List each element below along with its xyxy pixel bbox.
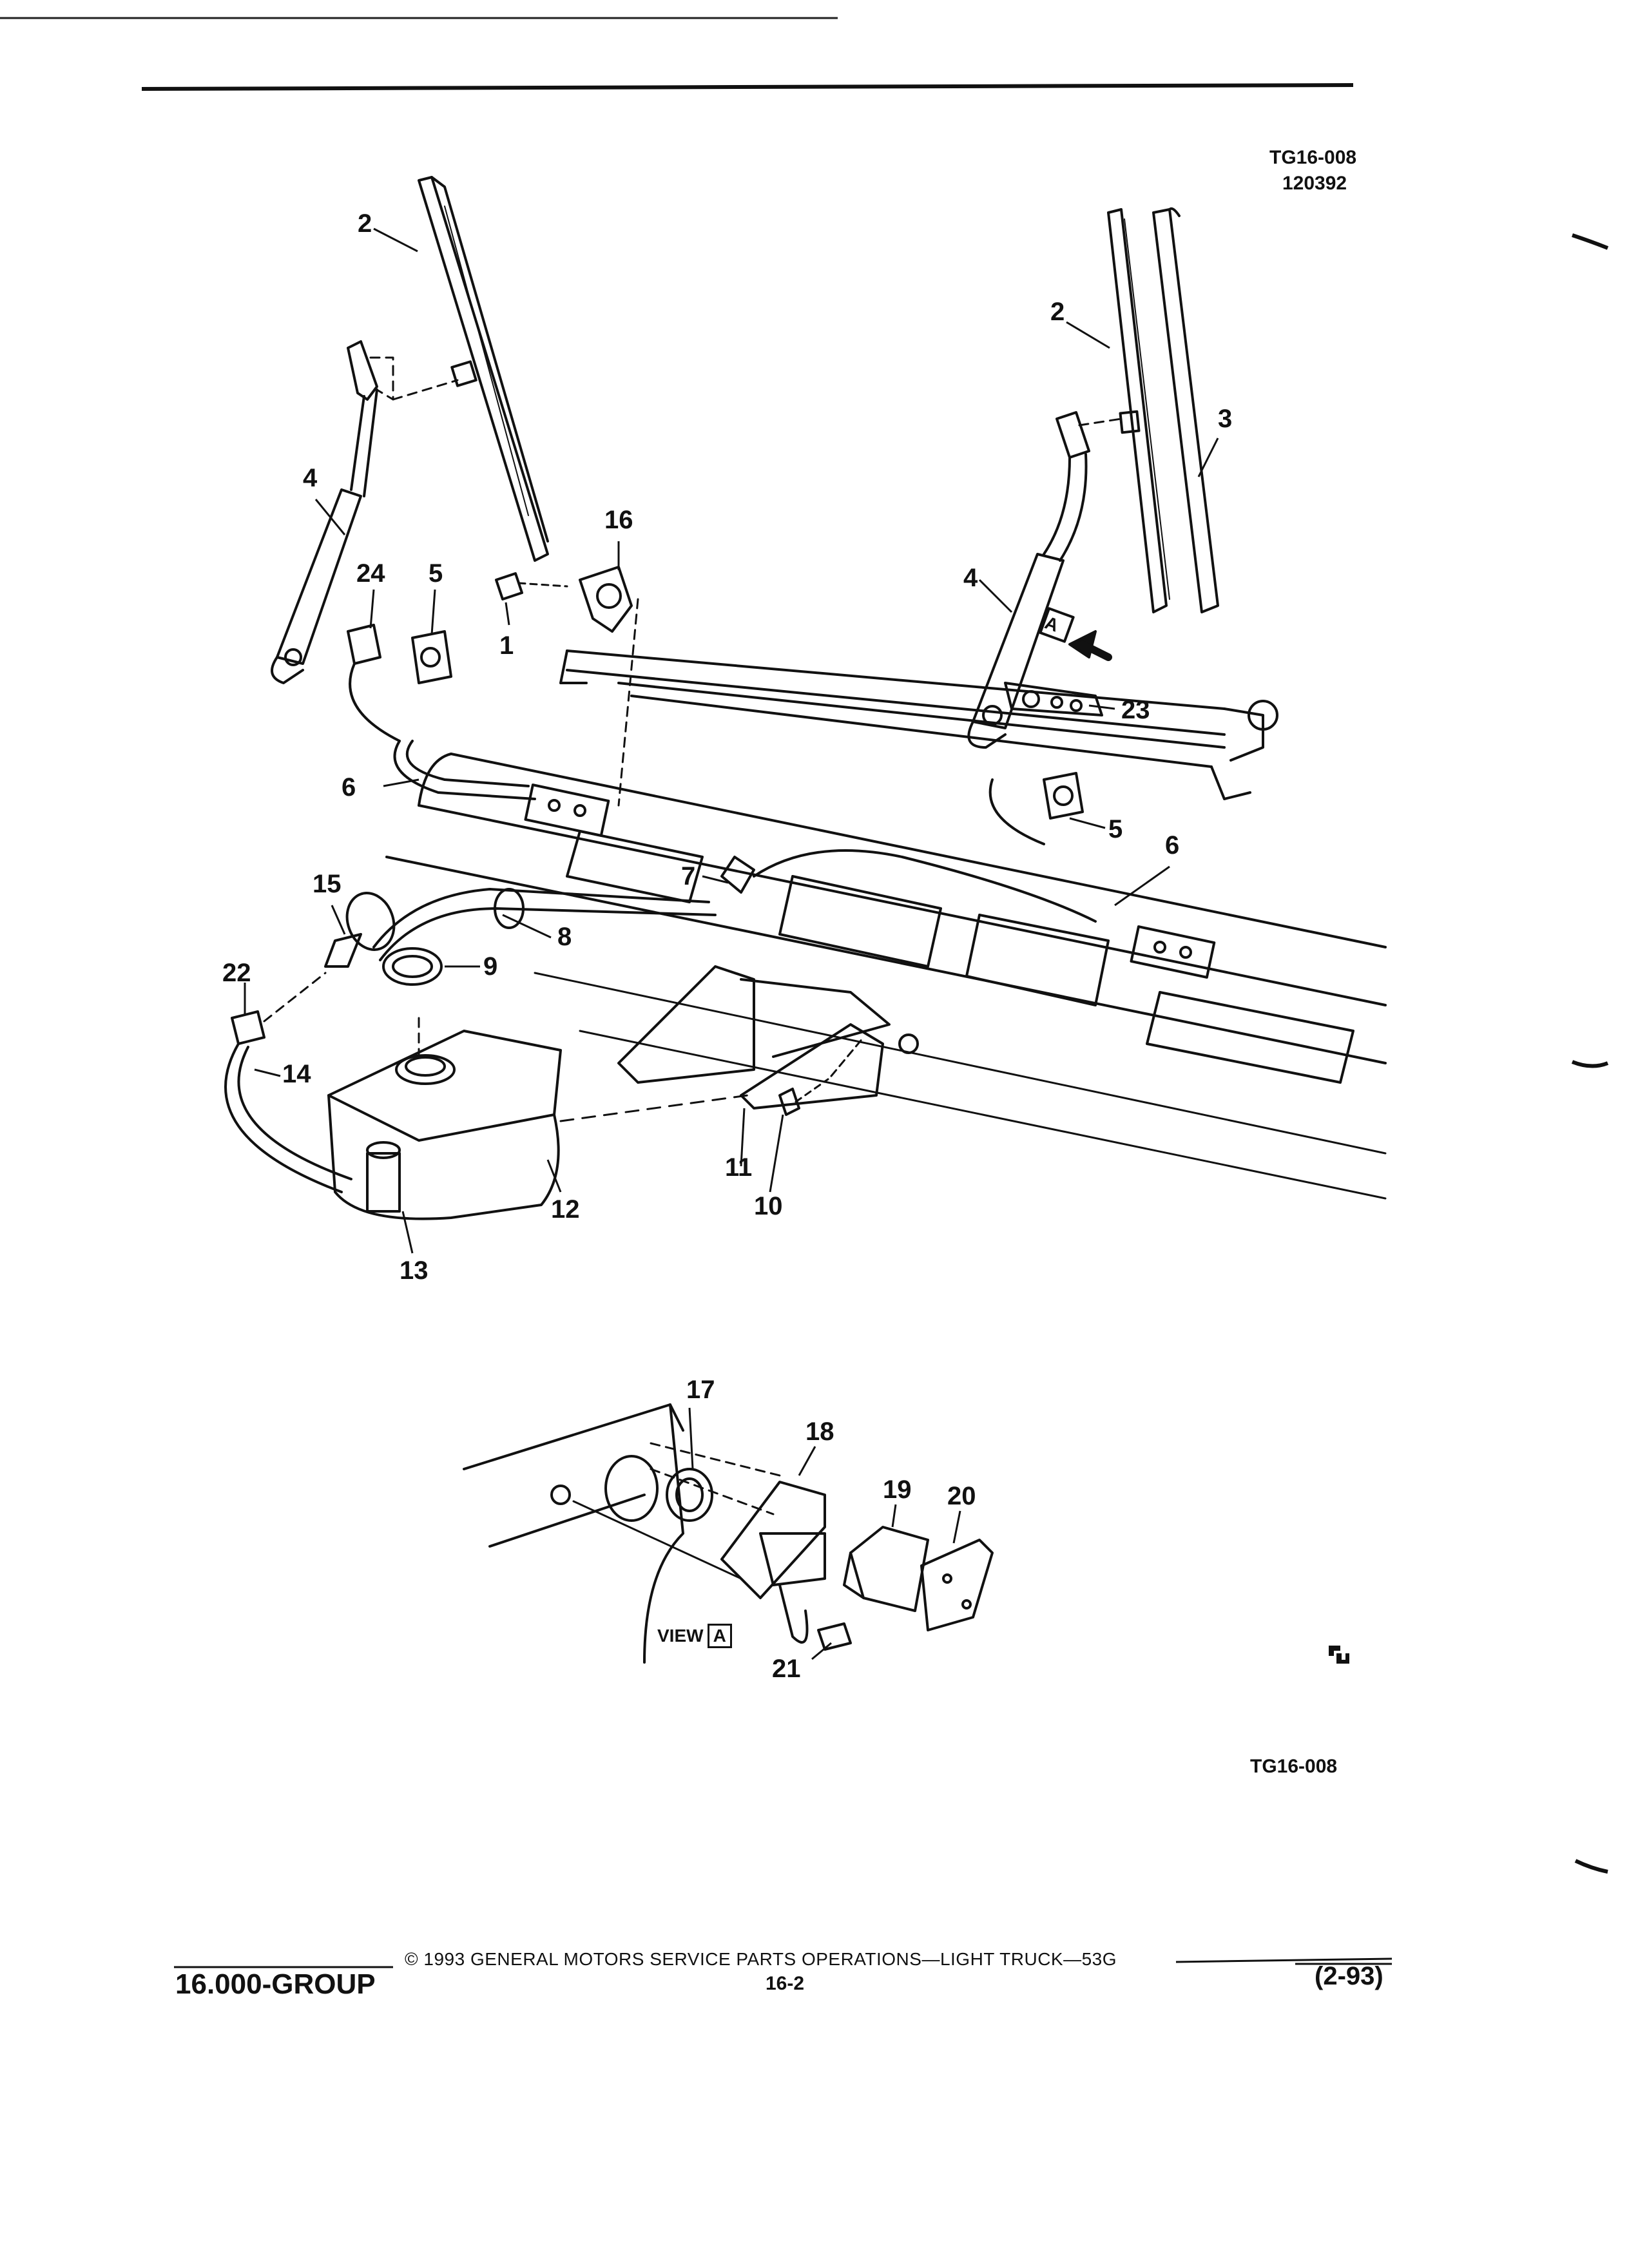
washer-reservoir bbox=[327, 1017, 749, 1220]
gm-logo-icon bbox=[1329, 1646, 1349, 1664]
pivot-bolt bbox=[495, 572, 568, 601]
callout-8: 8 bbox=[557, 923, 572, 951]
callout-3: 3 bbox=[1218, 405, 1233, 433]
washer-pump-hose bbox=[372, 888, 717, 961]
callout-17: 17 bbox=[686, 1376, 715, 1404]
callout-20: 20 bbox=[947, 1482, 976, 1510]
hose-connector bbox=[720, 856, 755, 894]
callout-23: 23 bbox=[1121, 696, 1150, 724]
callout-18: 18 bbox=[805, 1418, 834, 1446]
footer-page-number: 16-2 bbox=[766, 1973, 805, 1994]
hose-clip bbox=[347, 624, 401, 742]
bracket-bolt bbox=[778, 1078, 829, 1116]
right-insert-blade bbox=[1152, 207, 1219, 613]
washer-hose bbox=[393, 740, 1097, 923]
callout-2-right: 2 bbox=[1050, 298, 1065, 326]
callout-6-left: 6 bbox=[342, 773, 356, 802]
right-wiper-blade bbox=[1107, 208, 1170, 613]
cowl-panel bbox=[385, 753, 1387, 1200]
callout-5-left: 5 bbox=[429, 559, 443, 588]
reservoir-seal bbox=[382, 947, 443, 986]
view-a-arrow bbox=[1039, 607, 1112, 661]
callout-16: 16 bbox=[604, 506, 633, 534]
wiper-washer-exploded-view bbox=[224, 176, 1387, 1664]
callout-24: 24 bbox=[356, 559, 385, 588]
right-wiper-arm bbox=[967, 411, 1123, 749]
filler-cap bbox=[324, 892, 396, 968]
callout-2-left: 2 bbox=[358, 209, 372, 238]
callout-1: 1 bbox=[499, 631, 514, 660]
callout-11: 11 bbox=[725, 1153, 753, 1182]
callout-9: 9 bbox=[483, 952, 498, 981]
footer-group: 16.000-GROUP bbox=[175, 1968, 376, 2000]
figure-ref-code: TG16-008 bbox=[1269, 147, 1357, 168]
footer-rules bbox=[174, 1957, 1393, 1968]
callout-5-right: 5 bbox=[1108, 815, 1123, 843]
reservoir-bracket bbox=[617, 965, 919, 1110]
bottom-ref-code: TG16-008 bbox=[1250, 1756, 1338, 1777]
binding-marks bbox=[1571, 233, 1609, 1874]
footer-copyright: © 1993 GENERAL MOTORS SERVICE PARTS OPER… bbox=[405, 1949, 1117, 1969]
callout-13: 13 bbox=[400, 1256, 429, 1285]
figure-ref-date: 120392 bbox=[1282, 173, 1347, 194]
left-nut bbox=[411, 630, 452, 684]
callout-12: 12 bbox=[551, 1195, 580, 1224]
callout-22: 22 bbox=[222, 959, 251, 987]
callout-14: 14 bbox=[282, 1060, 311, 1088]
callout-15: 15 bbox=[313, 870, 342, 898]
leader-lines bbox=[244, 227, 1219, 1660]
washer-nozzle bbox=[231, 972, 327, 1045]
callout-21: 21 bbox=[772, 1655, 801, 1683]
footer-date-code: (2-93) bbox=[1315, 1962, 1383, 1990]
callout-4-right: 4 bbox=[963, 564, 978, 592]
washer-pump bbox=[366, 1141, 401, 1213]
callout-6-right: 6 bbox=[1165, 831, 1180, 860]
callout-4-left: 4 bbox=[303, 464, 318, 492]
callout-10: 10 bbox=[754, 1192, 783, 1220]
callout-7: 7 bbox=[681, 862, 696, 890]
wiper-linkage bbox=[559, 566, 1278, 800]
washer-tube bbox=[224, 1043, 352, 1193]
left-wiper-blade bbox=[418, 176, 549, 562]
callout-19: 19 bbox=[883, 1475, 912, 1504]
view-a-box: A bbox=[707, 1624, 732, 1648]
top-rules bbox=[0, 17, 1354, 91]
view-a-detail bbox=[463, 1403, 994, 1664]
left-wiper-arm bbox=[271, 340, 459, 684]
